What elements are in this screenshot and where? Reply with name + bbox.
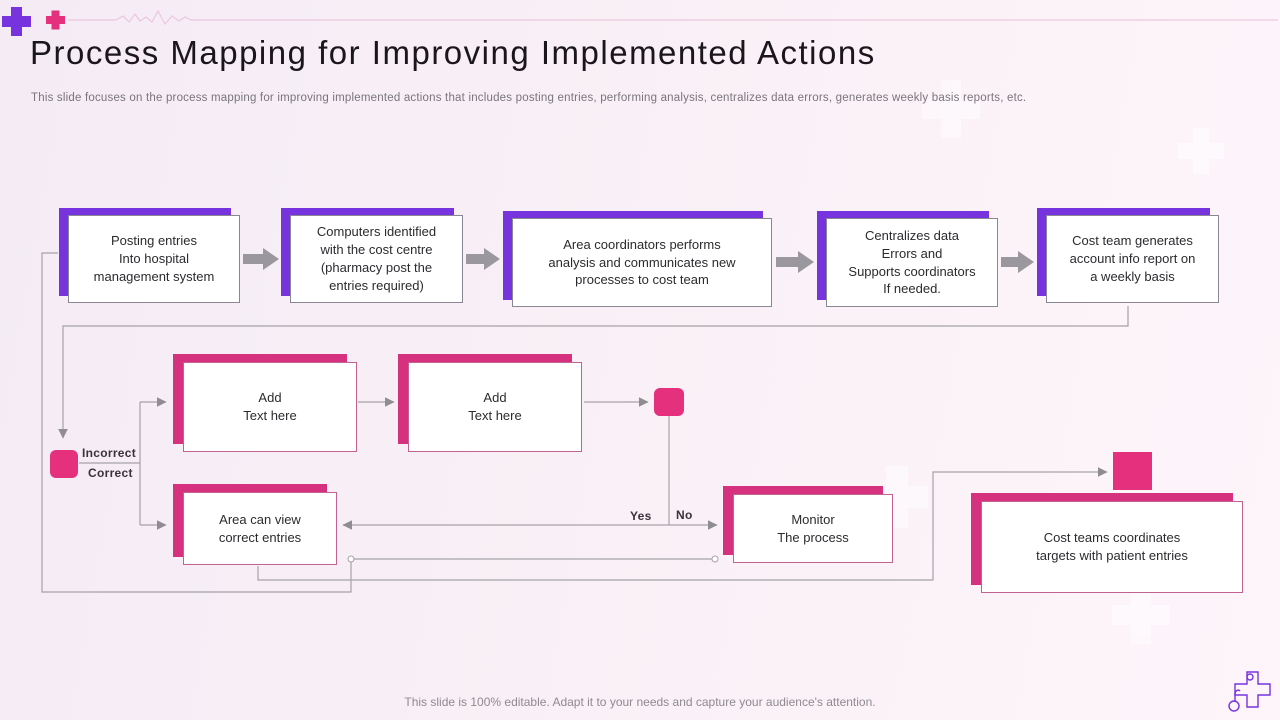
box-text: Area can view correct entries: [218, 511, 302, 545]
box-area-coordinators: Area coordinators performs analysis and …: [512, 218, 772, 307]
box-text: Centralizes data Errors and Supports coo…: [848, 227, 976, 297]
box-monitor-process: Monitor The process: [733, 494, 893, 563]
box-cost-team-report: Cost team generates account info report …: [1046, 215, 1219, 303]
connector-node-decision-2: [654, 388, 684, 416]
box-area-can-view: Area can view correct entries: [183, 492, 337, 565]
box-text: Computers identified with the cost centr…: [316, 224, 437, 293]
connector-node-decision-1: [50, 450, 78, 478]
label-correct: Correct: [88, 466, 133, 480]
box-text: Posting entries Into hospital management…: [93, 233, 215, 284]
box-text: Cost team generates account info report …: [1069, 233, 1196, 284]
ecg-line-icon: [68, 9, 1278, 26]
label-no: No: [676, 508, 693, 522]
box-posting-entries: Posting entries Into hospital management…: [68, 215, 240, 303]
box-text: Add Text here: [468, 390, 522, 423]
page-subtitle: This slide focuses on the process mappin…: [31, 92, 1027, 104]
block-arrow: [243, 248, 1034, 273]
page-title: Process Mapping for Improving Implemente…: [30, 34, 876, 71]
medical-plus-icon: [2, 7, 31, 36]
box-text: Area coordinators performs analysis and …: [548, 236, 736, 288]
box-add-text-2: Add Text here: [408, 362, 582, 452]
box-cost-teams-coordinates: Cost teams coordinates targets with pati…: [981, 501, 1243, 593]
medical-cross-stethoscope-icon: [1228, 671, 1271, 712]
box-text: Cost teams coordinates targets with pati…: [1036, 530, 1188, 563]
connector-node-3: [1113, 452, 1152, 490]
label-incorrect: Incorrect: [82, 446, 137, 460]
medical-plus-icon-small: [46, 10, 65, 30]
box-computers-identified: Computers identified with the cost centr…: [290, 215, 463, 303]
watermark-plus-icon: [1112, 586, 1170, 644]
box-text: Monitor The process: [777, 511, 849, 545]
watermark-plus-icon: [1178, 128, 1224, 174]
footer-note: This slide is 100% editable. Adapt it to…: [404, 695, 876, 709]
watermark-plus-icon: [922, 80, 980, 138]
box-centralizes-data: Centralizes data Errors and Supports coo…: [826, 218, 998, 307]
box-add-text-1: Add Text here: [183, 362, 357, 452]
box-text: Add Text here: [243, 390, 297, 423]
header-decoration: [2, 7, 1278, 36]
label-yes: Yes: [630, 509, 652, 523]
